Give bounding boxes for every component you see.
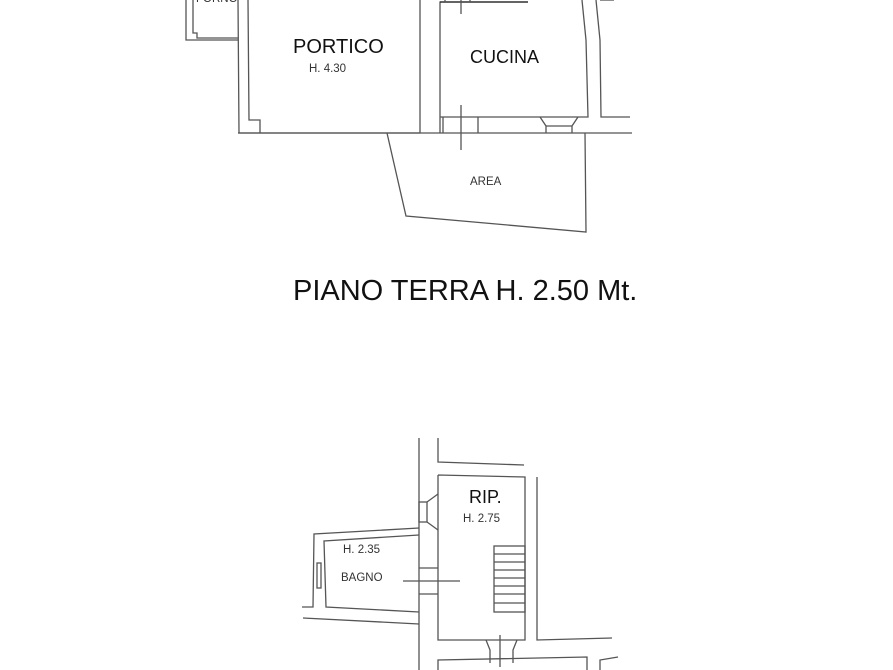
upper-corridor-walls — [418, 438, 525, 670]
upper-floor-plan: RIP. H. 2.75 H. 2.35 BAGNO — [302, 438, 619, 670]
right-adjacent-walls — [595, 0, 630, 118]
area-courtyard: AREA — [386, 132, 587, 233]
portico-height: H. 4.30 — [309, 63, 346, 75]
rip-label: RIP. — [469, 487, 502, 507]
rip-room: RIP. H. 2.75 — [403, 474, 526, 667]
rip-height: H. 2.75 — [463, 513, 500, 525]
area-label: AREA — [470, 176, 502, 188]
ground-floor-title: PIANO TERRA H. 2.50 Mt. — [293, 275, 638, 307]
portico-room: PORTICO H. 4.30 — [237, 0, 421, 134]
cucina-label: CUCINA — [470, 47, 539, 67]
portico-label: PORTICO — [293, 36, 384, 58]
bagno-height: H. 2.35 — [343, 544, 380, 556]
lower-left-wall — [302, 617, 420, 625]
cucina-room: CUCINA — [439, 0, 589, 150]
staircase — [493, 545, 526, 613]
bagno-label: BAGNO — [341, 572, 383, 584]
bagno-room: H. 2.35 BAGNO — [302, 527, 420, 613]
upper-right-room-walls — [437, 477, 619, 670]
forno-room: FORNO — [185, 0, 238, 41]
ground-floor-plan: FORNO PORTICO H. 4.30 CUCINA — [185, 0, 632, 233]
forno-label: FORNO — [196, 0, 238, 5]
